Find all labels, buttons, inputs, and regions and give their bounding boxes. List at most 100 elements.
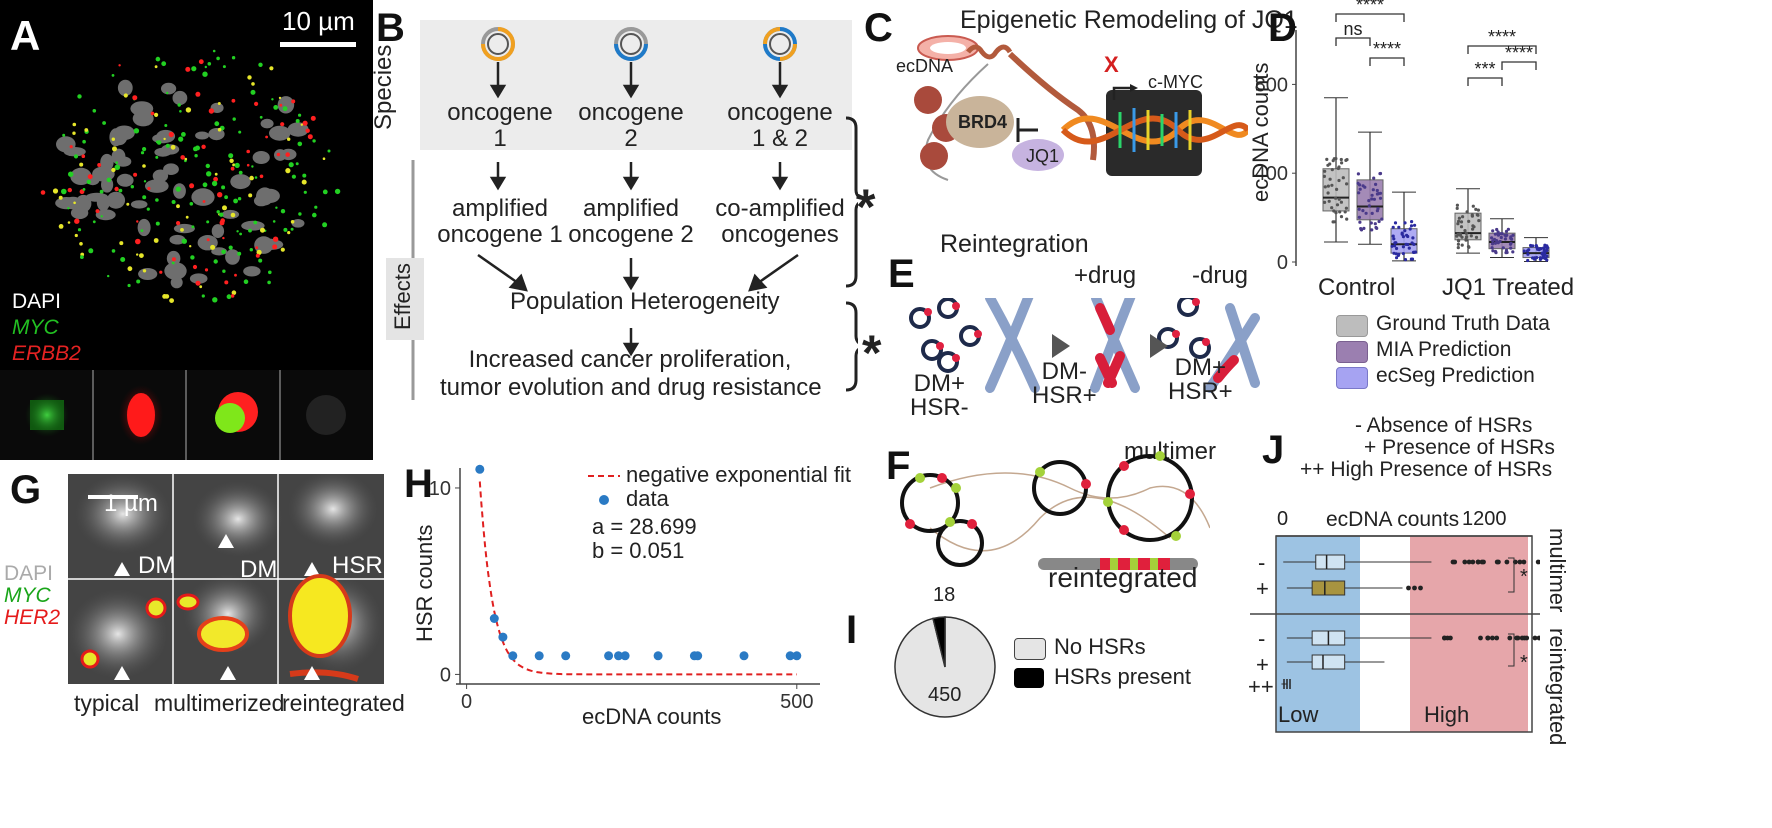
fish-dot — [143, 180, 147, 183]
fish-dot — [276, 152, 281, 157]
fish-dot — [229, 158, 234, 163]
significance-bracket — [1508, 557, 1515, 593]
data-point — [1465, 235, 1469, 239]
fish-dot — [220, 218, 225, 223]
legend-myc: MYC — [12, 316, 59, 339]
box — [1311, 580, 1346, 596]
fish-dot — [217, 102, 221, 105]
outlier — [1406, 585, 1411, 591]
data-point — [1534, 244, 1538, 248]
significance-label: **** — [1373, 39, 1401, 59]
fish-dot — [102, 121, 106, 125]
fish-dot — [195, 280, 201, 286]
f-reintegrated: reintegrated — [1048, 562, 1198, 593]
fish-dot — [254, 101, 259, 106]
x-tick-label: 500 — [780, 691, 813, 713]
data-point — [1340, 161, 1344, 165]
box — [1315, 554, 1346, 570]
significance-label: **** — [1356, 0, 1384, 15]
scale-label: 10 µm — [282, 6, 355, 36]
d-group-jq1: JQ1 Treated — [1442, 274, 1575, 301]
data-point — [1330, 168, 1334, 172]
data-point — [1369, 221, 1373, 225]
fish-dot — [202, 182, 208, 188]
fish-dot — [219, 212, 224, 217]
fish-dot — [269, 66, 274, 71]
fish-dot — [249, 248, 253, 252]
data-point — [1357, 207, 1361, 211]
fish-dot — [150, 111, 155, 116]
data-point — [1459, 225, 1464, 229]
c-jq1: JQ1 — [1026, 146, 1060, 166]
fish-dot — [133, 128, 140, 134]
fish-dot — [207, 62, 212, 66]
h-fit-label: negative exponential fit — [626, 462, 852, 487]
b-asterisk-2: * — [862, 325, 882, 381]
fish-dot — [213, 176, 219, 182]
fish-dot — [114, 164, 121, 171]
chromosome — [277, 96, 295, 114]
outlier — [1470, 559, 1476, 565]
fish-dot — [114, 186, 119, 192]
data-point — [1469, 234, 1473, 238]
fish-dot — [216, 210, 220, 214]
i-label-no-hsr: No HSRs — [1054, 634, 1146, 659]
fish-dot — [168, 131, 174, 138]
fish-dot — [136, 220, 139, 223]
data-point — [1475, 213, 1479, 217]
significance-bracket — [1335, 13, 1405, 22]
data-point — [1474, 235, 1479, 239]
fish-dot — [322, 189, 328, 195]
data-point — [1322, 174, 1326, 178]
data-point — [1461, 215, 1465, 219]
data-point — [1390, 244, 1394, 248]
data-point — [1378, 191, 1383, 195]
panel-letter-d: D — [1268, 6, 1297, 50]
g-top-label-2: DM — [240, 556, 278, 583]
fish-dot — [265, 135, 268, 139]
fish-dot — [61, 188, 67, 195]
fish-dot — [259, 115, 263, 119]
fish-dot — [206, 238, 210, 242]
fish-dot — [69, 145, 73, 149]
panel-letter-i: I — [846, 608, 858, 652]
data-point — [1393, 241, 1397, 245]
i-value-no-hsr: 450 — [928, 684, 962, 706]
g-scale-bar — [88, 495, 138, 499]
j-low: Low — [1278, 702, 1319, 727]
fish-dot — [74, 218, 80, 224]
fish-dot — [231, 98, 236, 103]
data-point — [1542, 248, 1546, 252]
fish-dot — [224, 280, 229, 285]
fish-dot — [231, 290, 237, 296]
data-point — [1496, 230, 1500, 234]
data-point — [620, 651, 630, 661]
fish-dot — [237, 251, 242, 256]
panel-i-pie — [894, 616, 996, 718]
data-point — [1505, 250, 1509, 255]
data-point — [1361, 209, 1365, 213]
chromosome — [287, 122, 309, 137]
data-point — [1395, 256, 1399, 260]
fish-dot — [302, 173, 307, 178]
outlier — [1448, 635, 1453, 641]
fish-dot — [285, 152, 291, 157]
significance-label: **** — [1505, 43, 1533, 63]
y-tick-label: 400 — [1255, 163, 1288, 185]
fish-dot — [246, 163, 250, 167]
fish-dot — [305, 128, 310, 133]
legend-dapi: DAPI — [12, 290, 62, 313]
data-point — [1364, 211, 1368, 215]
data-point — [1328, 162, 1332, 166]
fish-dot — [248, 193, 253, 198]
fish-dot — [228, 153, 234, 159]
fish-dot — [250, 89, 256, 95]
fish-dot — [170, 144, 176, 150]
significance-label: **** — [1488, 27, 1516, 47]
fish-dot — [111, 167, 116, 173]
outlier — [1485, 635, 1491, 641]
h-ylabel: HSR counts — [412, 524, 437, 642]
chromosome — [252, 151, 270, 164]
fish-dot — [67, 207, 70, 210]
